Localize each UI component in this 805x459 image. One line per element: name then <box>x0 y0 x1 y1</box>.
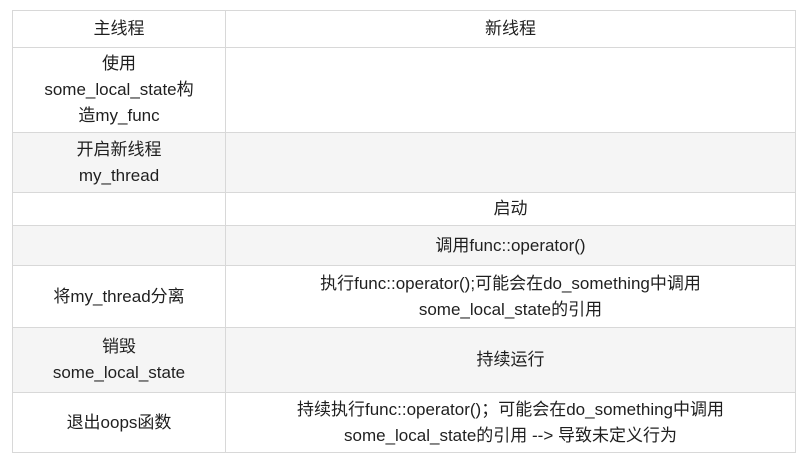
main-thread-cell: 退出oops函数 <box>12 392 226 453</box>
new-thread-cell: 启动 <box>225 192 796 226</box>
new-thread-cell: 持续运行 <box>225 327 796 393</box>
new-thread-cell <box>225 132 796 193</box>
new-thread-cell: 调用func::operator() <box>225 225 796 266</box>
table-row: 启动 <box>12 192 796 226</box>
main-thread-cell <box>12 225 226 266</box>
column-header-new-thread: 新线程 <box>225 10 796 48</box>
new-thread-cell: 执行func::operator();可能会在do_something中调用 s… <box>225 265 796 328</box>
table-row: 调用func::operator() <box>12 225 796 266</box>
table-row: 退出oops函数持续执行func::operator()；可能会在do_some… <box>12 392 796 453</box>
table-row: 使用 some_local_state构 造my_func <box>12 47 796 133</box>
table-row: 将my_thread分离执行func::operator();可能会在do_so… <box>12 265 796 328</box>
column-header-main-thread: 主线程 <box>12 10 226 48</box>
table-header-row: 主线程 新线程 <box>12 10 796 48</box>
main-thread-cell <box>12 192 226 226</box>
main-thread-cell: 将my_thread分离 <box>12 265 226 328</box>
new-thread-cell <box>225 47 796 133</box>
new-thread-cell: 持续执行func::operator()；可能会在do_something中调用… <box>225 392 796 453</box>
table-row: 开启新线程 my_thread <box>12 132 796 193</box>
main-thread-cell: 销毁 some_local_state <box>12 327 226 393</box>
main-thread-cell: 开启新线程 my_thread <box>12 132 226 193</box>
main-thread-cell: 使用 some_local_state构 造my_func <box>12 47 226 133</box>
